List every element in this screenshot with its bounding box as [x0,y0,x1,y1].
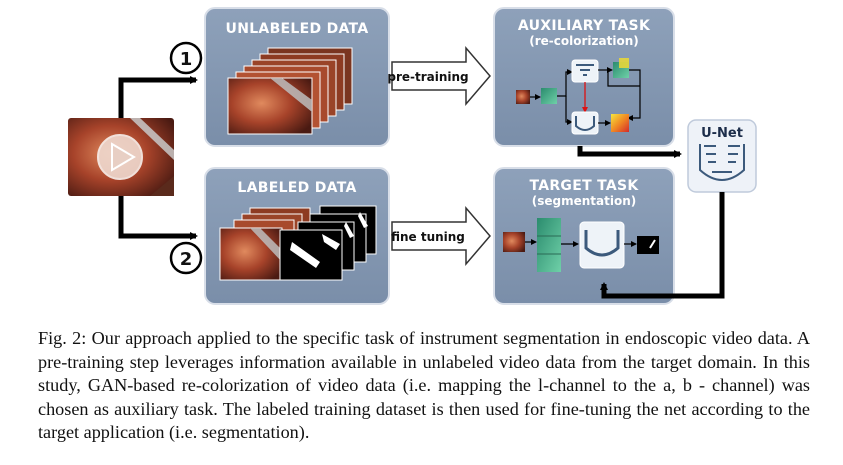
segmentation-unet-icon [579,221,625,269]
transfer-arrows [577,146,725,299]
step-2-number: 2 [180,249,193,270]
pretraining-label: pre-training [387,70,468,84]
segmentation-mask-stack [279,205,377,281]
step-1-badge: 1 [169,41,203,75]
generator-icon [571,59,599,83]
auxiliary-task-title: AUXILIARY TASK [518,18,651,34]
input-video [68,118,174,196]
unet-box: U-Net [687,119,757,193]
discriminator-output [611,114,629,132]
step-1-number: 1 [180,49,193,70]
finetuning-arrow: fine tuning [391,205,491,267]
discriminator-icon [571,111,599,135]
branch-arrows [118,76,198,240]
labeled-data-title: LABELED DATA [237,180,356,196]
auxiliary-task-panel: AUXILIARY TASK (re-colorization) [493,7,675,147]
unlabeled-data-panel: UNLABELED DATA [204,7,390,147]
gan-diagram [516,58,641,135]
figure-caption: Fig. 2: Our approach applied to the spec… [38,328,810,442]
approach-figure: 1 2 UNLABELED DATA LABELED DATA [68,7,757,305]
lab-channel-stack [537,218,561,272]
segmentation-diagram [503,218,659,272]
play-icon[interactable] [97,134,143,180]
video-frame-stack [227,47,353,135]
l-channel-tile [541,88,557,104]
unet-icon [699,144,745,181]
finetuning-label: fine tuning [391,230,465,244]
auxiliary-task-subtitle: (re-colorization) [529,34,638,48]
target-task-panel: TARGET TASK (segmentation) [493,167,675,305]
target-task-title: TARGET TASK [529,178,639,194]
labeled-data-panel: LABELED DATA [204,167,390,305]
segmentation-output [637,236,659,254]
pretraining-arrow: pre-training [387,45,491,107]
step-2-badge: 2 [169,241,203,275]
target-task-subtitle: (segmentation) [532,194,637,208]
unlabeled-data-title: UNLABELED DATA [226,21,369,37]
unet-title: U-Net [701,126,743,141]
